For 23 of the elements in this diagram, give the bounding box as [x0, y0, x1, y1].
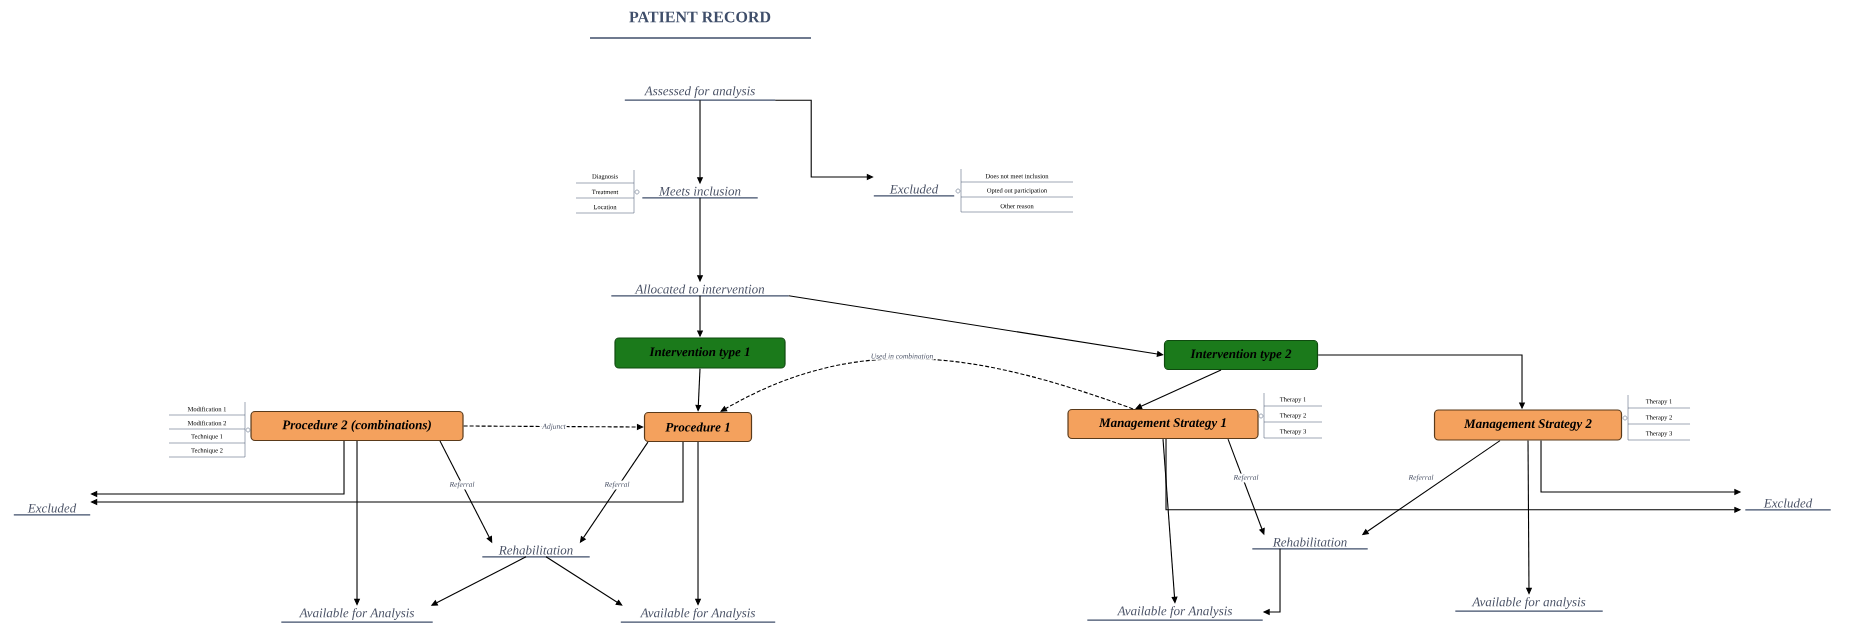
underlined-text: Allocated to intervention [610, 284, 790, 297]
underlined-text: Available for analysis [1454, 597, 1604, 612]
process-box: Intervention type 1 [614, 337, 786, 369]
underlined-text: Available for Analysis [280, 608, 434, 623]
underlined-text: Rehabilitation [481, 545, 591, 558]
underlined-text: Available for Analysis [1086, 606, 1264, 621]
underlined-text: Rehabilitation [1251, 537, 1369, 550]
arrow [695, 368, 702, 412]
underlined-text: Available for Analysis [620, 608, 776, 623]
process-box: Management Strategy 2 [1433, 409, 1623, 441]
arrow [545, 556, 623, 606]
arrow [720, 358, 1134, 412]
underlined-text: Excluded [1744, 498, 1832, 511]
underlined-text: Excluded [13, 503, 91, 516]
underlined-text: Meets inclusion [641, 186, 759, 199]
title: PATIENT RECORD [629, 11, 771, 23]
process-box: Intervention type 2 [1163, 339, 1319, 371]
process-box: Management Strategy 1 [1067, 408, 1259, 440]
process-box: Procedure 2 (combinations) [250, 410, 464, 442]
underlined-text: Assessed for analysis [624, 86, 776, 101]
underlined-text: Excluded [873, 184, 955, 197]
arrow [1135, 369, 1222, 409]
process-box: Procedure 1 [643, 411, 753, 443]
